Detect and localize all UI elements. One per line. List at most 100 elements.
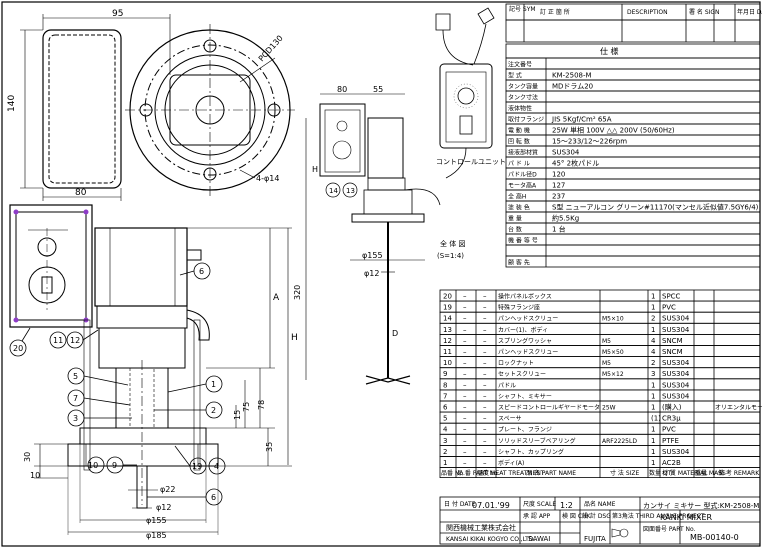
part-material: PTFE	[662, 437, 679, 445]
part-qty: 1	[651, 459, 655, 467]
spec-label: 台 数	[508, 226, 522, 234]
part-no: 6	[443, 404, 448, 412]
overview-view: 80 55 H 320 φ155 φ12 D 全 体 図 (S=1:4) 14 …	[293, 85, 465, 385]
dwg-number: MB-00140-0	[690, 533, 739, 542]
spec-value: 1 台	[552, 225, 566, 234]
spec-row: 機 番 等 号	[505, 233, 761, 246]
dim-H-small: H	[312, 165, 318, 174]
part-name: ロックナット	[498, 360, 534, 367]
spec-label: モータ高A	[508, 182, 537, 190]
spec-label: タンク容量	[508, 83, 538, 91]
part-heat: –	[483, 315, 487, 323]
control-panel	[9, 204, 93, 328]
chk-label: 検 図 CHK	[562, 512, 592, 520]
part-number: –	[463, 337, 467, 345]
cable-gland	[187, 249, 202, 261]
part-material: SUS304	[662, 315, 690, 323]
spec-label: 全 高H	[508, 193, 526, 201]
spec-value: 120	[552, 171, 565, 179]
scale-value: 1:2	[560, 501, 573, 510]
part-name: ソリッドスリーブベアリング	[498, 437, 576, 445]
front-view: A H 78 75 15 35 30 10 φ22 φ12 φ155 φ185	[9, 204, 298, 540]
part-no: 7	[443, 392, 447, 400]
part-number: –	[463, 370, 467, 378]
spec-label: パ ド ル	[508, 161, 530, 168]
part-material: SUS304	[662, 326, 690, 334]
part-no: 4	[443, 426, 448, 434]
spec-row: パ ド ル 45° 2枚パドル	[505, 156, 761, 169]
part-no: 12	[443, 337, 452, 345]
part-heat: –	[483, 415, 487, 423]
balloon-19: 19	[192, 462, 202, 471]
part-qty: 1	[651, 437, 655, 445]
overview-panel	[319, 103, 366, 177]
part-size: M5×12	[602, 371, 624, 378]
balloon-20: 20	[13, 344, 23, 353]
part-material: SUS304	[662, 370, 690, 378]
part-material: (購入)	[662, 403, 682, 412]
date-label: 日 付 DATE	[444, 500, 476, 508]
part-material: CR3μ	[662, 415, 681, 423]
part-no: 3	[443, 437, 447, 445]
part-heat: –	[483, 404, 487, 412]
part-qty: 1	[651, 404, 655, 412]
dim-80: 80	[75, 188, 87, 198]
bolt	[193, 319, 201, 471]
balloon-6: 6	[199, 267, 204, 276]
spec-label: 注文番号	[508, 61, 532, 69]
dim-dia185: φ185	[146, 531, 167, 540]
part-name: シャフト、カップリング	[498, 448, 564, 456]
hdr-material: 材 質 MATERIAL	[662, 469, 708, 477]
part-no: 9	[443, 370, 447, 378]
rev-date: 年月日 DATE	[737, 8, 762, 16]
part-heat: –	[483, 326, 487, 334]
dim-H: H	[291, 333, 298, 343]
part-qty: 1	[651, 392, 655, 400]
part-no: 11	[443, 348, 452, 356]
balloon-9b: 9	[112, 461, 117, 470]
part-number: –	[463, 348, 467, 356]
dsg-label: 設 計 DSG	[582, 512, 611, 520]
spec-value: 127	[552, 182, 565, 190]
rev-sym: 記号 SYM	[509, 5, 536, 13]
spec-label: 機 番 等 号	[508, 237, 538, 245]
part-qty: 1	[651, 426, 655, 434]
name-label: 品名 NAME	[584, 500, 616, 508]
part-row: 5––スペーサ(1)CR3μ	[439, 411, 761, 424]
part-qty: 1	[651, 326, 655, 334]
balloon-13: 13	[346, 187, 355, 195]
part-qty: (1)	[651, 415, 661, 423]
spec-label: 塗 装 色	[508, 204, 530, 212]
dim-30: 30	[23, 452, 32, 462]
spec-row: 台 数 1 台	[505, 222, 761, 235]
part-heat: –	[483, 381, 487, 389]
part-qty: 1	[651, 381, 655, 389]
spec-value: 45° 2枚パドル	[552, 159, 599, 168]
dim-dia155: φ155	[146, 516, 167, 525]
part-number: –	[463, 437, 467, 445]
gear-head	[96, 305, 188, 329]
spec-value: MDドラム20	[552, 83, 593, 91]
part-qty: 4	[651, 337, 656, 345]
part-material: SUS304	[662, 381, 690, 389]
spec-row: タンク容量 MDドラム20	[505, 79, 761, 92]
dim-75: 75	[242, 402, 251, 412]
part-name: スピードコントロールギヤードモータ	[498, 404, 600, 412]
company-en: KANSAI KIKAI KOGYO CO.,LTD.	[446, 536, 535, 543]
balloon-7: 6	[211, 493, 216, 502]
part-name: セットスクリュー	[498, 371, 546, 378]
spec-value: SUS304	[552, 149, 580, 157]
spec-value: KM-2508-M	[552, 72, 592, 80]
part-number: –	[463, 315, 467, 323]
part-material: PVC	[662, 304, 676, 312]
dim-dia155-top: φ155	[362, 251, 383, 260]
